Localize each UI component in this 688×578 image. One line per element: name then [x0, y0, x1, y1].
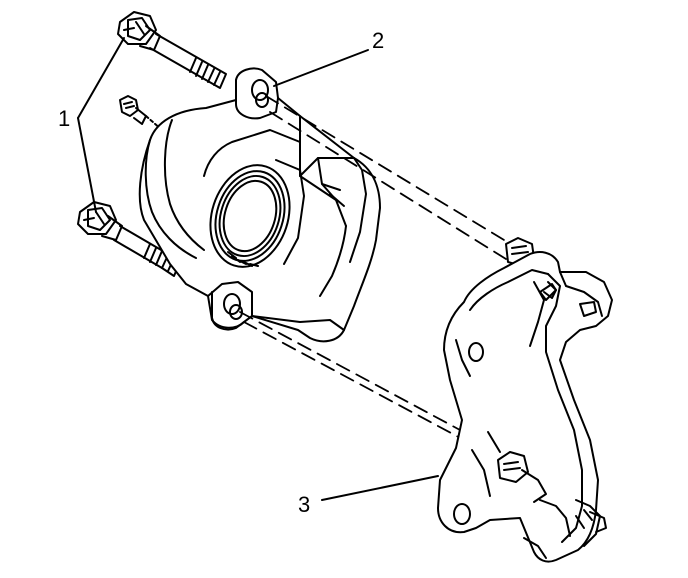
lower-guide-bolt: [77, 201, 181, 277]
caliper-mounting-bracket: [437, 237, 613, 563]
leader-2: [273, 49, 369, 87]
leader-3: [321, 475, 439, 501]
leader-1-lower: [77, 117, 97, 213]
callout-3-label: 3: [298, 492, 311, 517]
alignment-lines: [239, 95, 515, 441]
callout-2-label: 2: [372, 28, 385, 53]
upper-guide-bolt: [117, 11, 227, 89]
leader-1-upper: [77, 37, 125, 119]
callout-1-label: 1: [58, 106, 71, 131]
bleeder-valve: [119, 95, 163, 131]
caliper-body: [138, 67, 381, 343]
